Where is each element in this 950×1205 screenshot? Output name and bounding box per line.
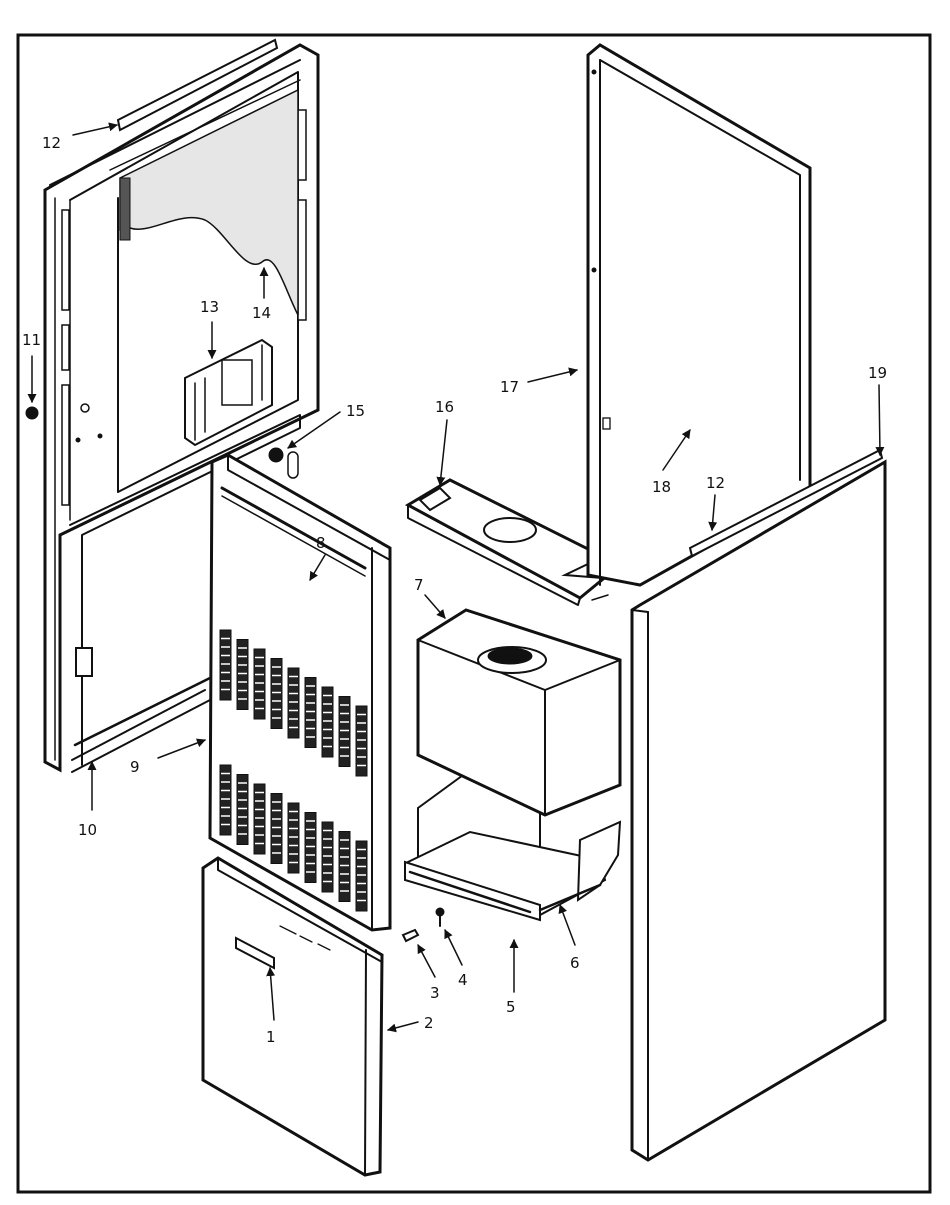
callout-5: 5 bbox=[506, 998, 516, 1016]
louver-slot bbox=[338, 696, 351, 767]
callout-19: 19 bbox=[868, 364, 887, 382]
burner-pan bbox=[404, 768, 622, 922]
louver-slot bbox=[355, 840, 368, 912]
louver-slot bbox=[338, 831, 351, 902]
louver-slot bbox=[270, 793, 283, 864]
louver-slot bbox=[287, 802, 300, 874]
louvers-lower bbox=[219, 764, 368, 912]
louver-slot bbox=[236, 639, 249, 710]
lower-door bbox=[201, 856, 384, 1177]
louver-slot bbox=[270, 658, 283, 729]
callout-6: 6 bbox=[570, 954, 580, 972]
louver-slot bbox=[304, 812, 317, 883]
left-side-panel bbox=[25, 38, 320, 773]
right-side-panel bbox=[630, 448, 887, 1162]
callout-4: 4 bbox=[458, 971, 468, 989]
callout-18: 18 bbox=[652, 478, 671, 496]
callout-9: 9 bbox=[130, 758, 140, 776]
louver-slot bbox=[236, 774, 249, 845]
callout-14: 14 bbox=[252, 304, 271, 322]
heat-exchanger-box bbox=[416, 608, 622, 817]
callout-1: 1 bbox=[266, 1028, 276, 1046]
callout-15: 15 bbox=[346, 402, 365, 420]
callout-8: 8 bbox=[316, 534, 326, 552]
callout-leaders bbox=[27, 122, 885, 1033]
louver-slot bbox=[321, 821, 334, 893]
small-parts-screws bbox=[401, 907, 445, 943]
callout-10: 10 bbox=[78, 821, 97, 839]
diagram-border bbox=[16, 33, 932, 1194]
callout-12-top-left: 12 bbox=[42, 134, 61, 152]
callout-3: 3 bbox=[430, 984, 440, 1002]
louver-slot bbox=[304, 677, 317, 748]
louver-slot bbox=[321, 686, 334, 758]
callout-11: 11 bbox=[22, 331, 41, 349]
callout-7: 7 bbox=[414, 576, 424, 594]
louver-slot bbox=[219, 764, 232, 836]
callout-17: 17 bbox=[500, 378, 519, 396]
callout-12-right: 12 bbox=[706, 474, 725, 492]
louver-slot bbox=[253, 783, 266, 855]
callout-labels: 12 11 13 14 15 8 9 10 16 17 18 12 19 7 6… bbox=[22, 134, 887, 1046]
louver-slot bbox=[287, 667, 300, 739]
callout-13: 13 bbox=[200, 298, 219, 316]
louver-slot bbox=[253, 648, 266, 720]
louver-slot bbox=[219, 629, 232, 701]
louvers-upper bbox=[219, 629, 368, 777]
louver-slot bbox=[355, 705, 368, 777]
callout-2: 2 bbox=[424, 1014, 434, 1032]
callout-16: 16 bbox=[435, 398, 454, 416]
